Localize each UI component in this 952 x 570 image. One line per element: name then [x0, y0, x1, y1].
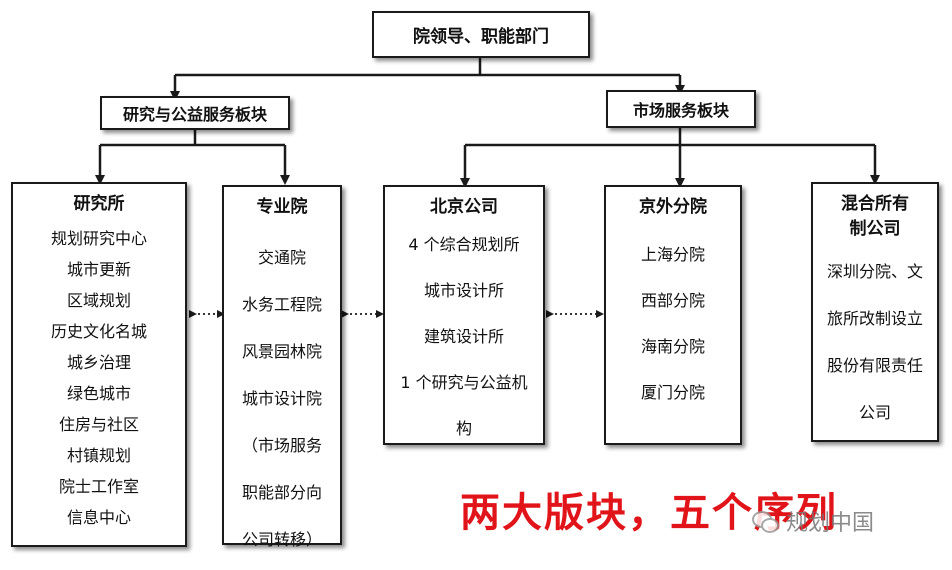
- list-item: 信息中心: [66, 508, 131, 527]
- watermark: 规划中国: [752, 505, 874, 537]
- list-item: 建筑设计所: [423, 327, 504, 346]
- list-item: 风景园林院: [241, 342, 322, 361]
- right-group-box: 市场服务板块: [606, 90, 756, 128]
- list-item: 深圳分院、文: [826, 262, 923, 281]
- list-item: 公司: [858, 403, 891, 422]
- list-item: 城市设计院: [241, 389, 322, 408]
- list-item: （市场服务: [241, 436, 322, 455]
- list-item: 交通院: [257, 248, 306, 267]
- list-item: 村镇规划: [66, 446, 131, 465]
- wechat-icon: [752, 509, 780, 533]
- top-leadership-label: 院领导、职能部门: [413, 27, 549, 47]
- list-item: 1 个研究与公益机: [400, 373, 528, 392]
- list-item: 水务工程院: [241, 295, 322, 314]
- column-title: 北京公司: [430, 197, 498, 217]
- top-leadership-box: 院领导、职能部门: [372, 11, 590, 58]
- list-item: 公司转移）: [241, 530, 322, 549]
- list-item: 城市更新: [66, 260, 131, 279]
- column-professional-institutes: 专业院 交通院 水务工程院 风景园林院 城市设计院 （市场服务 职能部分向 公司…: [222, 185, 342, 549]
- left-group-box: 研究与公益服务板块: [100, 96, 290, 130]
- list-item: 构: [455, 419, 472, 438]
- list-item: 历史文化名城: [50, 322, 147, 341]
- list-item: 旅所改制设立: [826, 309, 923, 328]
- left-group-label: 研究与公益服务板块: [122, 105, 267, 124]
- column-title: 研究所: [73, 194, 125, 214]
- list-item: 住房与社区: [58, 415, 139, 434]
- column-mixed-ownership-company: 混合所有制公司 深圳分院、文 旅所改制设立 股份有限责任 公司: [811, 182, 939, 442]
- list-item: 职能部分向: [241, 483, 322, 502]
- list-item: 海南分院: [640, 337, 705, 356]
- list-item: 区域规划: [66, 291, 131, 310]
- list-item: 城市设计所: [423, 281, 504, 300]
- list-item: 城乡治理: [66, 353, 131, 372]
- list-item: 股份有限责任: [826, 356, 923, 375]
- list-item: 厦门分院: [640, 383, 705, 402]
- column-title: 专业院: [256, 197, 308, 217]
- column-title: 京外分院: [639, 197, 707, 217]
- list-item: 绿色城市: [66, 384, 131, 403]
- list-item: 4 个综合规划所: [408, 235, 520, 254]
- watermark-label: 规划中国: [786, 511, 875, 536]
- list-item: 院士工作室: [58, 477, 139, 496]
- list-item: 上海分院: [640, 245, 705, 264]
- list-item: 西部分院: [640, 291, 705, 310]
- column-title: 混合所有制公司: [841, 194, 909, 239]
- column-research-institutes: 研究所 规划研究中心 城市更新 区域规划 历史文化名城 城乡治理 绿色城市 住房…: [11, 182, 187, 547]
- column-outside-beijing-branches: 京外分院 上海分院 西部分院 海南分院 厦门分院: [604, 185, 742, 445]
- column-beijing-company: 北京公司 4 个综合规划所 城市设计所 建筑设计所 1 个研究与公益机 构: [383, 185, 545, 445]
- right-group-label: 市场服务板块: [632, 101, 729, 120]
- list-item: 规划研究中心: [50, 229, 147, 248]
